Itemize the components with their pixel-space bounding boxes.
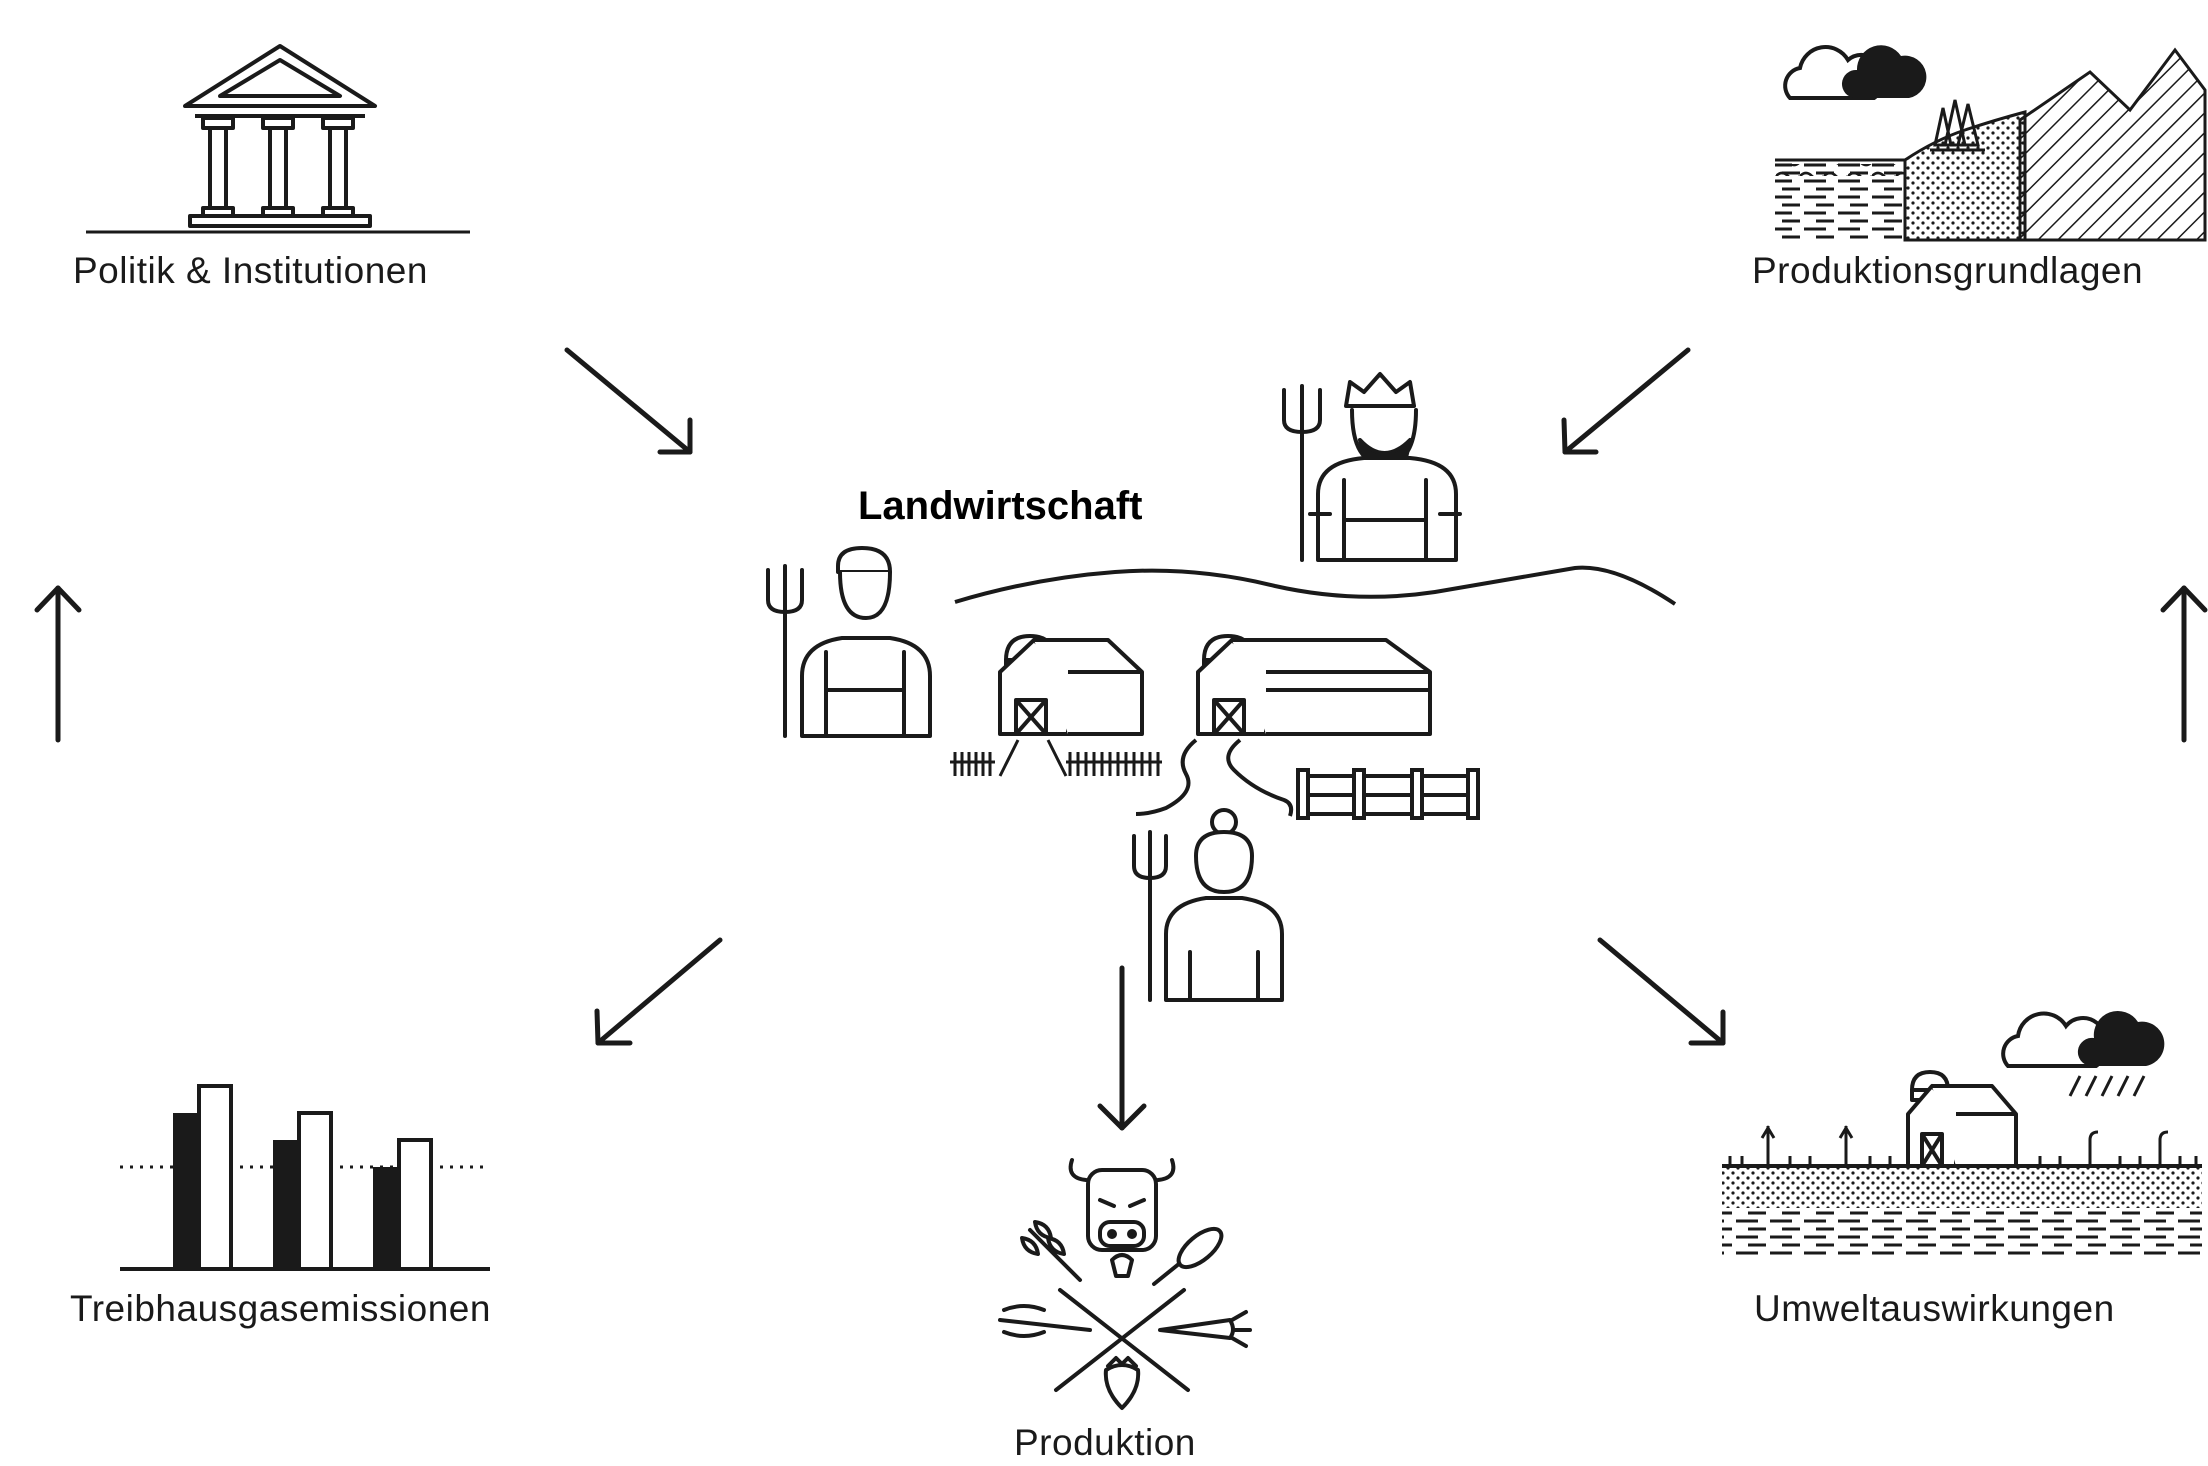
landscape-icon bbox=[1775, 45, 2207, 242]
center-title: Landwirtschaft bbox=[858, 484, 1143, 528]
institution-building-icon bbox=[86, 44, 470, 234]
environment-impact-icon bbox=[1722, 1010, 2202, 1258]
arrow-landwirtschaft-to-emissionen bbox=[594, 937, 723, 1046]
arrow-umwelt-to-grundlagen bbox=[2160, 585, 2208, 743]
node-label-politik: Politik & Institutionen bbox=[73, 250, 428, 291]
node-label-umweltauswirkungen: Umweltauswirkungen bbox=[1754, 1288, 2115, 1329]
arrow-politik-to-landwirtschaft bbox=[564, 347, 693, 455]
food-products-icon bbox=[998, 1158, 1252, 1410]
arrow-landwirtschaft-to-produktion bbox=[1097, 965, 1147, 1131]
arrow-landwirtschaft-to-umwelt bbox=[1597, 937, 1726, 1046]
node-label-treibhausgasemissionen: Treibhausgasemissionen bbox=[70, 1288, 491, 1329]
node-label-produktionsgrundlagen: Produktionsgrundlagen bbox=[1752, 250, 2144, 291]
farm-with-farmers-icon bbox=[766, 372, 1677, 1002]
bar-chart-icon bbox=[120, 1084, 490, 1271]
arrow-emissionen-to-politik bbox=[34, 585, 82, 743]
arrow-grundlagen-to-landwirtschaft bbox=[1561, 347, 1691, 455]
node-label-produktion: Produktion bbox=[1014, 1422, 1196, 1463]
